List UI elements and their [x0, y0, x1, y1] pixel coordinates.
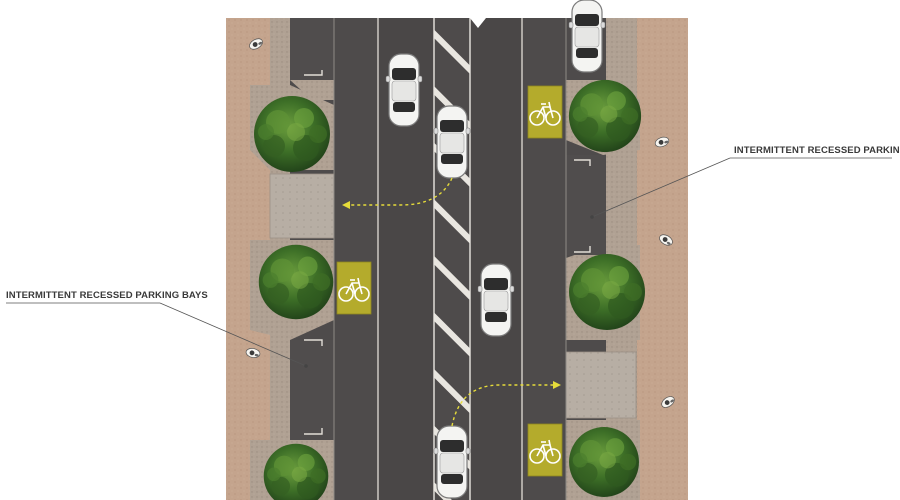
bicycle-icon [336, 261, 372, 315]
tree-icon [569, 427, 639, 497]
right-annotation-label: INTERMITTENT RECESSED PARKING BAYS [734, 145, 900, 156]
left-leader-line [159, 302, 307, 367]
left-annotation: INTERMITTENT RECESSED PARKING BAYS [6, 290, 308, 368]
bicycle-icon [527, 423, 563, 477]
hatched-median [434, 18, 470, 500]
tree-icon [258, 244, 334, 320]
car-icon [385, 53, 423, 127]
tree-icon [568, 79, 642, 153]
tree-icon [569, 254, 645, 330]
turn-arrow-icon [451, 381, 561, 427]
left-parking-bay-top [290, 18, 334, 80]
right-leader-line [591, 157, 731, 218]
left-annotation-label: INTERMITTENT RECESSED PARKING BAYS [6, 290, 208, 301]
car-icon [568, 0, 606, 73]
tree-icon [254, 96, 330, 172]
right-leader-dot [590, 215, 594, 219]
car-icon [433, 105, 471, 179]
right-annotation: INTERMITTENT RECESSED PARKING BAYS [590, 145, 900, 219]
bicycle-icon [527, 85, 563, 139]
left-leader-dot [304, 364, 308, 368]
turn-arrow-icon [342, 177, 453, 209]
right-parking-bay [566, 155, 606, 255]
right-paver-crossing [565, 351, 637, 419]
left-paver-crossing [269, 173, 335, 239]
car-icon [477, 263, 515, 337]
car-icon [433, 425, 471, 499]
left-parking-bay-bottom [290, 340, 334, 440]
